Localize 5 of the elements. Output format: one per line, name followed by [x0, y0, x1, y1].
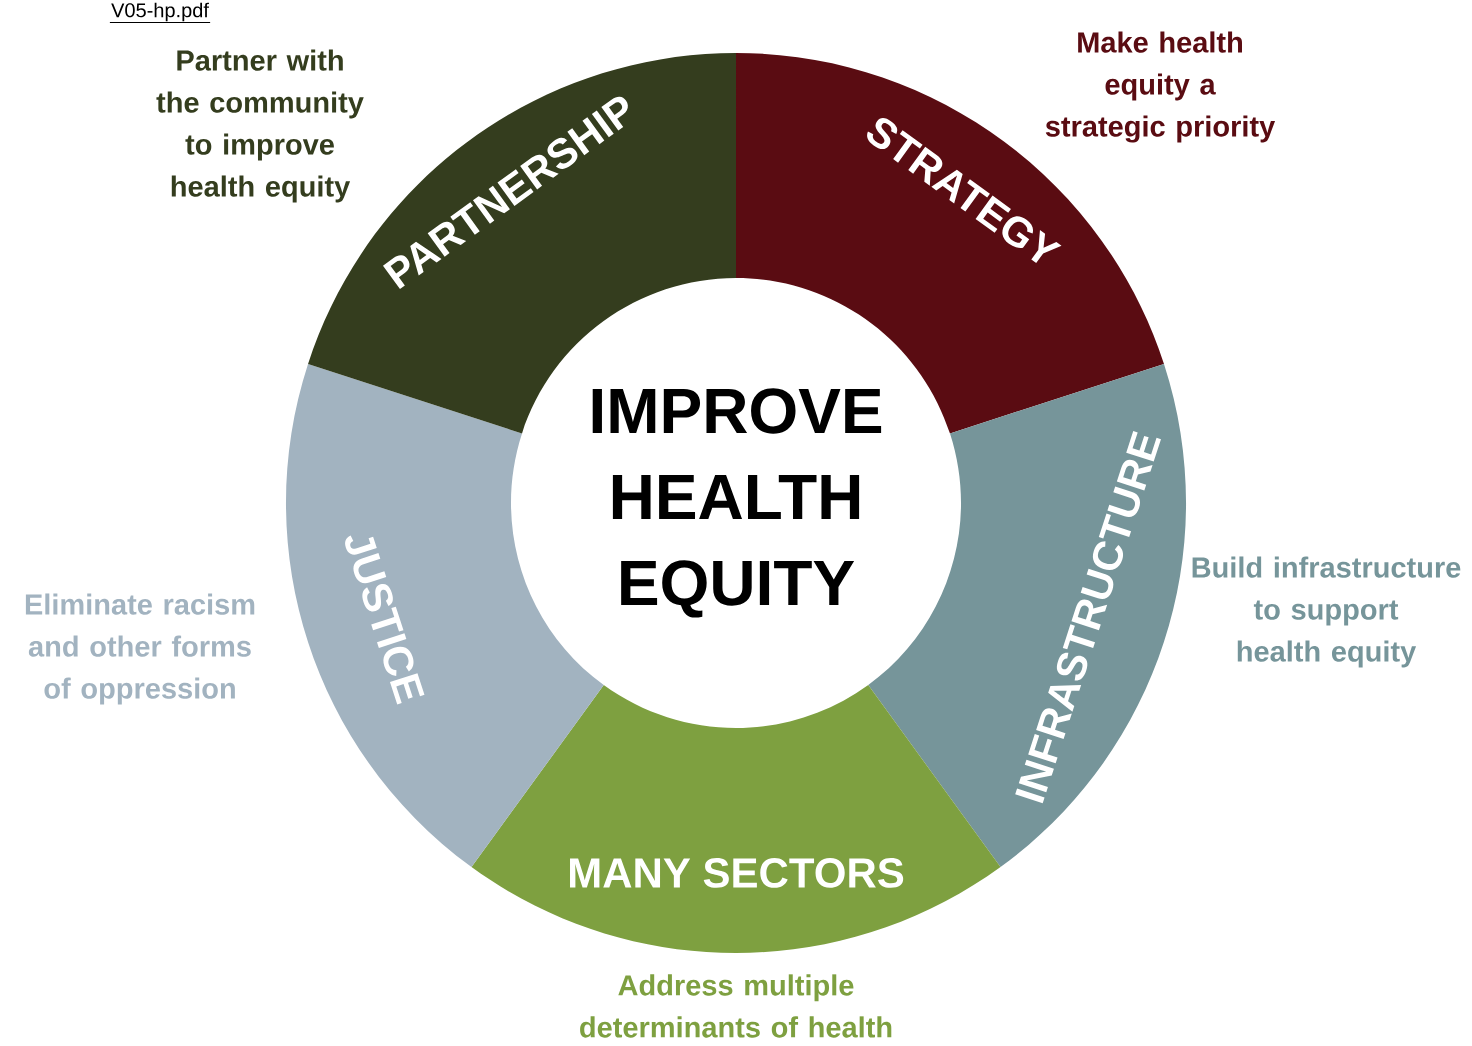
description-text: Address multiple determinants of health: [580, 974, 892, 1038]
description-text: Eliminate racism and other forms of oppression: [25, 593, 255, 705]
description-text: Build infrastructure to support health equity: [1192, 556, 1461, 668]
file-link: V05-hp.pdf: [109, 2, 211, 23]
ring-segment: MANY SECTORS: [471, 685, 1001, 953]
